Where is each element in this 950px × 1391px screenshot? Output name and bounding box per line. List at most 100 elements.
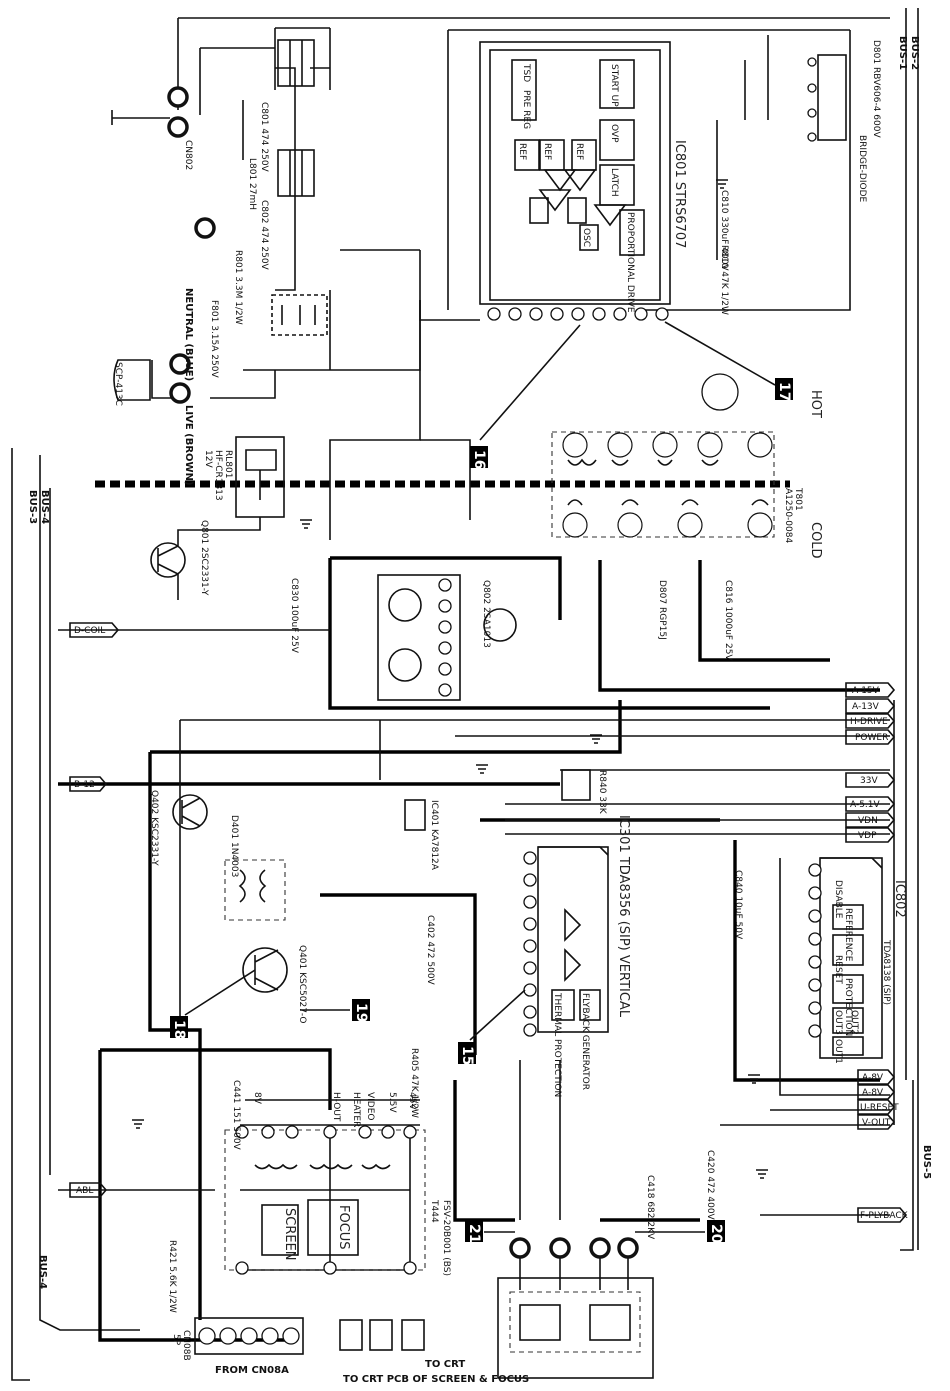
part-d401: D401 1N4003 <box>229 815 239 877</box>
ic801-title: IC801 STRS6707 <box>672 140 687 248</box>
sig-power: POWER <box>855 733 888 743</box>
callout-16-text: 16 <box>471 450 487 469</box>
cold-region-label: COLD <box>808 522 823 559</box>
part-r801: R801 3.3M 1/2W <box>233 250 243 325</box>
ic801-latch: LATCH <box>609 168 619 197</box>
part-c830: C830 100uF 25V <box>289 578 299 654</box>
middle-wiring <box>58 300 890 1271</box>
q401-label: Q401 KSC5027-O <box>297 945 307 1024</box>
ic801-prop: PROPORTIONAL DRIVE <box>625 212 635 313</box>
fbt-pin-45v: 45V <box>407 1092 417 1110</box>
q402-transistor <box>172 794 208 830</box>
callout-15-text: 15 <box>459 1046 475 1065</box>
bus-lines <box>11 8 919 1381</box>
cn08b-connector <box>194 1317 425 1355</box>
part-f801: F801 3.15A 250V <box>209 300 219 378</box>
sig-vdp: VDP <box>858 831 877 841</box>
ic301-title: IC301 TDA8356 (SIP) VERTICAL <box>616 815 631 1018</box>
fbt-pin-heater: HEATER <box>351 1092 361 1127</box>
callout-21: 21 <box>465 1220 515 1243</box>
to-crt-pcb-label: TO CRT PCB OF SCREEN & FOCUS <box>343 1374 529 1385</box>
line-filter-l802 <box>277 39 315 87</box>
ic802-out2: OUT2 <box>849 1010 859 1035</box>
ic802-title: IC802 <box>892 880 907 918</box>
cn802-label: CN802 <box>183 140 193 170</box>
ic802-reset: RESET <box>833 955 843 984</box>
left-signal-tags <box>69 622 120 1198</box>
fbt-t444 <box>224 1125 426 1275</box>
ic501-regulator <box>561 769 591 801</box>
callout-19: 19 <box>300 999 370 1022</box>
part-c840: C840 10uF 50V <box>733 870 743 940</box>
sig-ureset: U-RESET <box>860 1103 899 1113</box>
part-c420: C420 472 400V <box>705 1150 715 1221</box>
ic401-regulator <box>404 799 426 831</box>
ic802-out1: OUT1 <box>833 1039 843 1064</box>
callout-17: 17 <box>664 321 793 401</box>
part-c441: C441 151 500V <box>231 1080 241 1151</box>
ic801-ref3: REF <box>574 143 584 160</box>
q802-label: Q802 2SA1013 <box>481 580 491 648</box>
sig-a8v-2: A-8V <box>862 1088 884 1098</box>
ic501-label: R840 33K <box>597 770 607 815</box>
part-labels: D401 1N4003 C801 474 250V C802 474 250V … <box>167 102 743 1313</box>
ic801-pins <box>487 307 739 411</box>
fbt-focus: FOCUS <box>336 1205 351 1250</box>
part-r405: R405 47K 1/2W <box>409 1048 419 1118</box>
ic301-block <box>523 846 609 1037</box>
ic401-label: IC401 KA7812A <box>429 800 439 871</box>
ic801-startup: START UP <box>609 64 619 107</box>
hot-region-label: HOT <box>808 390 823 418</box>
callout-20: 20 <box>635 1220 725 1244</box>
h-drive-transformer <box>224 859 286 921</box>
part-c402: C402 472 500V <box>425 915 435 986</box>
ic801-ref2: REF <box>542 143 552 160</box>
relay-part: HF-CR1313 <box>213 450 223 501</box>
right-signal-tags <box>845 682 908 1223</box>
sig-vdn: VDN <box>858 816 878 826</box>
sig-33v: 33V <box>860 776 878 786</box>
part-l801: L801 27mH <box>247 158 257 210</box>
callout-21-text: 21 <box>466 1224 482 1243</box>
from-cn08a-label: FROM CN08A <box>215 1365 289 1376</box>
bridge-diode-label: BRIDGE-DIODE <box>857 135 867 203</box>
ic802-protection: PROTECTION <box>843 978 853 1036</box>
q802-block <box>377 574 517 701</box>
line-filter-l801 <box>277 149 315 197</box>
sig-hdrive: H-DRIVE <box>850 717 888 727</box>
bridge-diode-part: D801 RBV606-4 600V <box>871 40 881 138</box>
q801-transistor <box>150 517 261 600</box>
part-c817: C816 1000uF 25V <box>723 580 733 661</box>
cn08b-label: CN08B <box>181 1330 191 1361</box>
cn08b-pins: 5P <box>171 1334 181 1346</box>
sig-vout: V-OUT <box>862 1118 891 1128</box>
bus-2-label: BUS-2 <box>909 36 920 70</box>
sig-b12: B-12 <box>74 780 95 790</box>
sig-a15v: A-15V <box>852 686 880 696</box>
to-crt-label: TO CRT <box>425 1359 465 1370</box>
ic802-disable: DISABLE <box>833 880 843 919</box>
ic801-block <box>479 41 671 305</box>
ic801-tsd: TSD <box>521 63 531 82</box>
fbt-label: T444 <box>429 1199 439 1223</box>
fbt-pin-video: VIDEO <box>365 1092 375 1121</box>
part-c802: C802 474 250V <box>259 200 269 271</box>
smps-transformer <box>551 431 775 538</box>
bus-4-label-top: BUS-4 <box>39 490 50 524</box>
callout-20-text: 20 <box>708 1224 724 1244</box>
part-c801: C801 474 250V <box>259 102 269 173</box>
ic802-part: TDA8138 (SIP) <box>881 939 891 1005</box>
fbt-screen: SCREEN <box>282 1208 297 1261</box>
ground-symbols <box>132 179 768 1179</box>
ic802-reference: REFERENCE <box>843 908 853 962</box>
plug-label: SCP-413C <box>113 362 123 406</box>
bus-1-label: BUS-1 <box>897 36 908 70</box>
part-c418: C418 682 2KV <box>645 1175 655 1240</box>
bus-4-label-bottom: BUS-4 <box>37 1255 48 1289</box>
ic301-thermal: THERMAL PROTECTION <box>552 992 562 1097</box>
sig-a51v: A-5.1V <box>850 800 881 810</box>
neutral-label: NEUTRAL (BLUE) <box>183 288 194 381</box>
ic801-ovp: OVP <box>609 124 619 143</box>
callout-18: 18 <box>170 969 256 1039</box>
